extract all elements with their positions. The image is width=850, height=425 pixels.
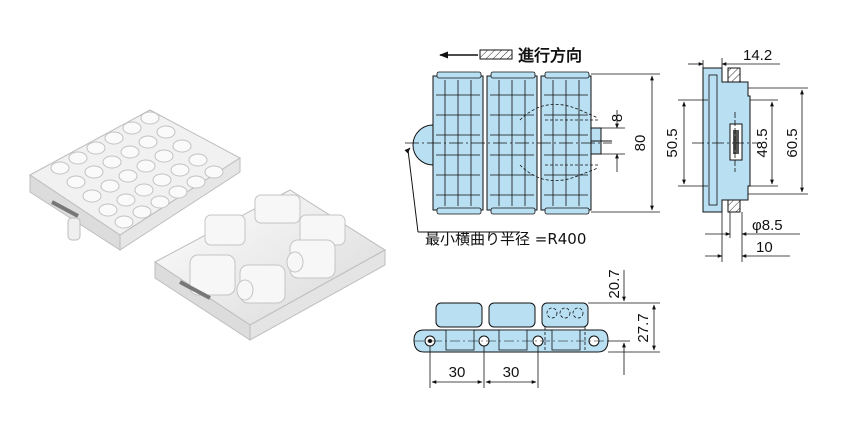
direction-arrow — [439, 49, 513, 60]
dim-80-text: 80 — [632, 135, 649, 152]
dim-50-5-text: 50.5 — [664, 128, 681, 157]
dim-14-2-text: 14.2 — [743, 47, 772, 64]
dim-20-7-text: 20.7 — [606, 269, 623, 298]
dim-8-text: 8 — [609, 114, 626, 122]
dim-80: 80 — [591, 73, 660, 213]
top-view: 進行方向 — [404, 46, 660, 248]
section-view: 14.2 50.5 48.5 60.5 — [664, 47, 808, 262]
dim-60-5: 60.5 — [748, 87, 808, 195]
chain-module-rollers — [29, 109, 241, 251]
dim-pitch-1-text: 30 — [449, 364, 466, 381]
dim-phi-8-5-text: φ8.5 — [752, 217, 783, 234]
dim-27-7-text: 27.7 — [635, 313, 652, 342]
chain-module-links — [154, 189, 386, 341]
product-photo — [29, 109, 386, 341]
dim-60-5-text: 60.5 — [784, 128, 801, 157]
dim-20-7: 20.7 — [588, 269, 630, 375]
dim-48-5: 48.5 — [750, 99, 778, 187]
direction-label: 進行方向 — [518, 46, 582, 65]
dim-14-2: 14.2 — [688, 47, 780, 68]
dim-8: 8 — [600, 110, 626, 172]
dim-phi-8-5: φ8.5 — [705, 212, 800, 238]
dim-48-5-text: 48.5 — [754, 128, 771, 157]
dim-10-text: 10 — [756, 239, 773, 256]
radius-label: 最小横曲り半径 =R400 — [425, 230, 586, 248]
dim-pitch: 30 30 — [429, 346, 539, 388]
dim-27-7: 27.7 — [608, 302, 660, 353]
dim-pitch-2-text: 30 — [503, 364, 520, 381]
dim-10: 10 — [705, 212, 790, 262]
dim-50-5: 50.5 — [664, 99, 708, 187]
side-view: 30 30 20.7 27.7 — [413, 269, 660, 388]
